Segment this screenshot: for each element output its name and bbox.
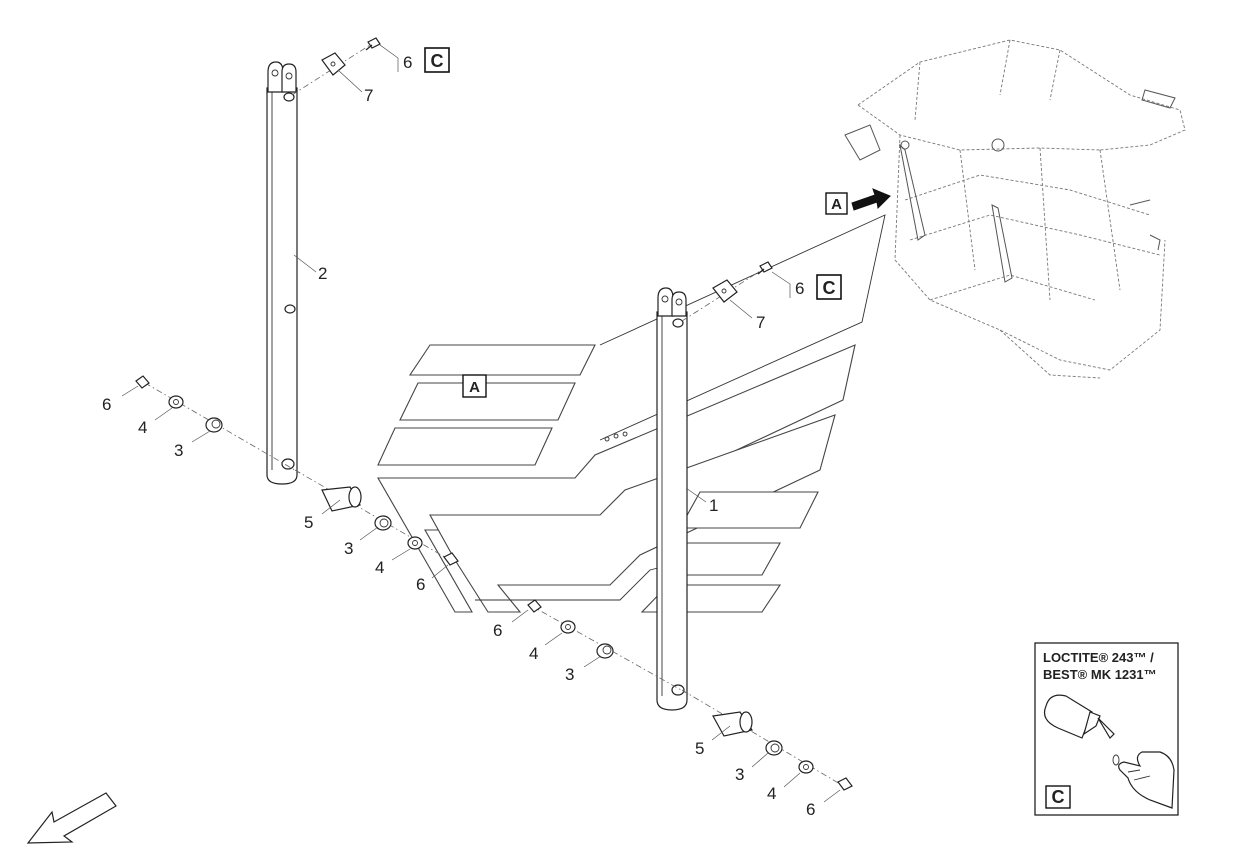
callout-6f: 6 [806,800,815,819]
callout-5a: 5 [304,513,313,532]
view-label-a-top: A [825,192,848,215]
callout-6c: 6 [102,395,111,414]
callout-3b: 3 [344,539,353,558]
svg-text:A: A [831,196,842,213]
callout-4d: 4 [767,784,776,803]
hardware-top-right [712,261,773,303]
callout-3c: 3 [565,665,574,684]
callout-3d: 3 [735,765,744,784]
legend-line-1: LOCTITE® 243™ / [1043,650,1154,665]
legend-line-2: BEST® MK 1231™ [1043,667,1157,682]
strut-part-1 [656,287,688,711]
svg-text:A: A [469,379,480,396]
callout-4b: 4 [375,558,384,577]
legend-view-label-c: C [1052,787,1065,807]
leader-lines [121,44,1067,803]
callout-1: 1 [709,496,718,515]
hardware-right-set [527,599,853,791]
hardware-top-left [321,37,381,76]
callout-6d: 6 [416,575,425,594]
direction-arrow [26,792,117,844]
callout-7a: 7 [364,86,373,105]
hardware-left-set [135,375,459,566]
callout-5b: 5 [695,739,704,758]
threadlocker-legend: LOCTITE® 243™ / BEST® MK 1231™ C [1034,642,1179,816]
view-label-c-mid: C [816,274,842,300]
hand-icon [1118,751,1175,809]
callout-6e: 6 [493,621,502,640]
cab-frame-drawing [844,39,1186,379]
adhesive-bottle-icon [1043,694,1120,766]
callout-4c: 4 [529,644,538,663]
svg-text:C: C [431,51,444,71]
callout-2: 2 [318,264,327,283]
callout-7b: 7 [756,313,765,332]
detail-view-a [377,214,886,613]
callout-4a: 4 [138,418,147,437]
strut-part-2 [266,61,298,485]
callout-numbers: 1 2 7 6 6 7 6 4 3 5 3 4 6 6 4 3 5 3 4 6 … [102,53,1069,819]
svg-text:C: C [823,278,836,298]
callout-6b: 6 [795,279,804,298]
callout-6a: 6 [403,53,412,72]
callout-3a: 3 [174,441,183,460]
view-arrow-a [851,188,891,211]
view-label-c-top: C [424,47,450,73]
view-label-a-mid: A [462,374,487,398]
